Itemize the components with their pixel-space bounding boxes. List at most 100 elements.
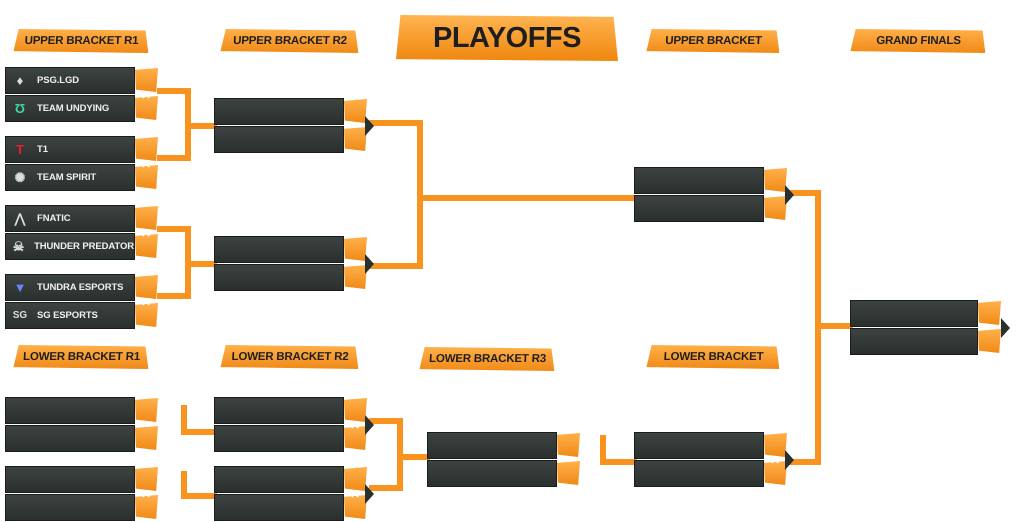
upper-bracket-r1-label: UPPER BRACKET R1 <box>13 29 149 53</box>
team-slot[interactable] <box>427 460 557 487</box>
team-undying-logo-icon: Ʊ <box>14 101 26 116</box>
team-slot[interactable]: ☠ THUNDER PREDATOR <box>5 233 135 260</box>
versus-icon: ✕ <box>140 88 152 102</box>
score-box <box>344 495 367 519</box>
team-slot[interactable] <box>634 432 764 459</box>
score-box <box>764 168 787 192</box>
team-name: TEAM SPIRIT <box>37 172 97 183</box>
score-box <box>978 329 1001 353</box>
team-slot[interactable]: ♦ PSG.LGD <box>5 67 135 94</box>
page-title: PLAYOFFS <box>396 15 618 61</box>
upper-r1-match-3[interactable]: ⋀ FNATIC ☠ THUNDER PREDATOR ✕ <box>5 205 158 261</box>
score-box <box>135 303 158 327</box>
team-slot[interactable] <box>214 466 344 493</box>
t1-logo-icon: T <box>16 142 24 157</box>
thunder-predator-logo-icon: ☠ <box>12 238 25 254</box>
team-slot[interactable] <box>214 494 344 521</box>
team-name: THUNDER PREDATOR <box>34 241 134 252</box>
team-slot[interactable] <box>634 195 764 222</box>
score-box <box>135 137 158 161</box>
score-box <box>557 433 580 457</box>
score-box <box>764 433 787 457</box>
advance-arrow-icon <box>365 415 374 435</box>
team-slot[interactable] <box>214 236 344 263</box>
score-box <box>135 398 158 422</box>
team-slot[interactable] <box>5 466 135 493</box>
team-slot[interactable] <box>634 167 764 194</box>
team-slot[interactable] <box>214 397 344 424</box>
lower-r3-match[interactable] <box>427 432 580 488</box>
fnatic-logo-icon: ⋀ <box>14 210 26 226</box>
advance-arrow-icon <box>365 116 374 136</box>
score-box <box>135 467 158 491</box>
score-box <box>764 461 787 485</box>
lower-r1-match-1[interactable] <box>5 397 158 453</box>
team-slot[interactable] <box>214 264 344 291</box>
score-box <box>764 196 787 220</box>
advance-arrow-icon <box>1001 318 1010 338</box>
team-slot[interactable]: ✺ TEAM SPIRIT <box>5 164 135 191</box>
score-box <box>344 265 367 289</box>
upper-r1-match-2[interactable]: T T1 ✺ TEAM SPIRIT ✕ <box>5 136 158 192</box>
psg-lgd-logo-icon: ♦ <box>16 73 24 88</box>
versus-icon: ✕ <box>769 453 781 467</box>
team-slot[interactable] <box>5 397 135 424</box>
team-slot[interactable] <box>214 98 344 125</box>
grand-finals-label: GRAND FINALS <box>850 29 986 53</box>
team-name: FNATIC <box>37 213 71 224</box>
score-box <box>135 426 158 450</box>
score-box <box>557 461 580 485</box>
team-name: PSG.LGD <box>37 75 80 86</box>
lower-bracket-r3-label: LOWER BRACKET R3 <box>419 347 555 371</box>
score-box <box>135 165 158 189</box>
upper-finals-match[interactable] <box>634 167 794 223</box>
score-box <box>344 127 367 151</box>
versus-icon: ✕ <box>140 157 152 171</box>
versus-icon: ✕ <box>140 295 152 309</box>
score-box <box>344 467 367 491</box>
score-box <box>978 301 1001 325</box>
score-box <box>344 398 367 422</box>
versus-icon: ✕ <box>140 226 152 240</box>
team-slot[interactable] <box>214 425 344 452</box>
team-slot[interactable]: SG SG ESPORTS <box>5 302 135 329</box>
upper-r1-match-1[interactable]: ♦ PSG.LGD Ʊ TEAM UNDYING ✕ <box>5 67 158 123</box>
score-box <box>135 234 158 258</box>
team-slot[interactable]: ▼ TUNDRA ESPORTS <box>5 274 135 301</box>
score-box <box>344 237 367 261</box>
lower-r1-match-2[interactable]: ✕ <box>5 466 158 522</box>
upper-r2-match-2[interactable] <box>214 236 374 292</box>
sg-esports-logo-icon: SG <box>12 310 28 321</box>
team-slot[interactable]: ⋀ FNATIC <box>5 205 135 232</box>
upper-r2-match-1[interactable] <box>214 98 374 154</box>
advance-arrow-icon <box>365 254 374 274</box>
team-slot[interactable] <box>850 300 978 327</box>
score-box <box>135 68 158 92</box>
lower-r2-match-2[interactable]: ✕ <box>214 466 374 522</box>
score-box <box>135 495 158 519</box>
team-slot[interactable] <box>5 494 135 521</box>
lower-r2-match-1[interactable]: ✕ <box>214 397 374 453</box>
score-box <box>135 275 158 299</box>
team-slot[interactable] <box>634 460 764 487</box>
grand-finals-match[interactable] <box>850 300 1010 356</box>
advance-arrow-icon <box>785 185 794 205</box>
team-slot[interactable] <box>5 425 135 452</box>
upper-bracket-finals-label: UPPER BRACKET FINALS <box>646 29 780 53</box>
team-slot[interactable] <box>427 432 557 459</box>
team-slot[interactable] <box>214 126 344 153</box>
tundra-esports-logo-icon: ▼ <box>13 280 27 295</box>
team-slot[interactable] <box>850 328 978 355</box>
upper-r1-match-4[interactable]: ▼ TUNDRA ESPORTS SG SG ESPORTS ✕ <box>5 274 158 330</box>
team-spirit-logo-icon: ✺ <box>14 169 26 185</box>
score-box <box>344 99 367 123</box>
versus-icon: ✕ <box>349 487 361 501</box>
lower-finals-match[interactable]: ✕ <box>634 432 794 488</box>
team-slot[interactable]: Ʊ TEAM UNDYING <box>5 95 135 122</box>
upper-bracket-r2-label: UPPER BRACKET R2 <box>220 29 359 53</box>
score-box <box>135 96 158 120</box>
versus-icon: ✕ <box>140 487 152 501</box>
team-slot[interactable]: T T1 <box>5 136 135 163</box>
score-box <box>344 426 367 450</box>
